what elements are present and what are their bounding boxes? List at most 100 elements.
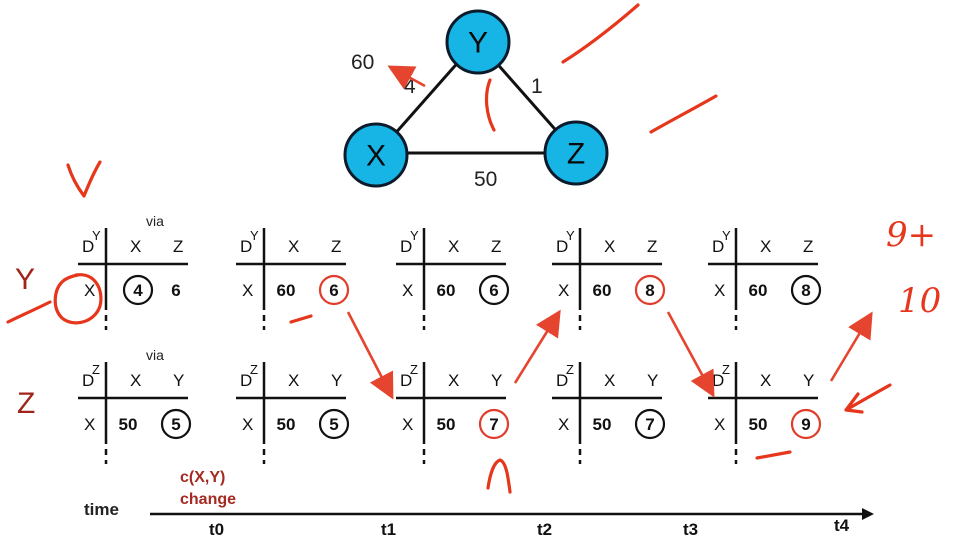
ink-check-top-left [66, 160, 102, 198]
ink-stroke-top-right [561, 3, 640, 64]
arrow-y3-to-z4 [666, 311, 715, 398]
dest-row-label: X [558, 415, 569, 434]
via-col-header-1: X [130, 237, 141, 256]
cost-via-y: 5 [329, 415, 338, 434]
via-col-header-2: Z [173, 237, 183, 256]
dest-row-label: X [714, 281, 725, 300]
via-col-header-1: X [760, 371, 771, 390]
ink-stroke-right [649, 94, 718, 134]
dest-header: D [556, 371, 568, 390]
min-cost-ring [478, 408, 510, 440]
cost-via-z: 6 [329, 281, 338, 300]
via-label: via [146, 213, 164, 229]
node-z-label: Z [567, 138, 585, 171]
cost-via-x: 60 [437, 281, 456, 300]
cost-via-z: 6 [171, 281, 180, 300]
arrow-y1-to-z2 [346, 311, 394, 400]
via-col-header-2: Y [173, 371, 184, 390]
handwritten-annotations: 9+ 10 [6, 3, 941, 494]
via-col-header-2: Y [491, 371, 502, 390]
dest-header: D [712, 237, 724, 256]
ink-dash-y1 [289, 314, 313, 324]
node-superscript: Y [410, 228, 419, 243]
dest-row-label: X [714, 415, 725, 434]
network-graph: 4 1 50 60 Y X Z [343, 9, 609, 191]
dest-header: D [712, 371, 724, 390]
tick-t4: t4 [834, 516, 850, 535]
cost-via-x: 50 [593, 415, 612, 434]
node-x: X [343, 122, 409, 188]
ink-stroke-under-y [484, 78, 496, 132]
node-superscript: Z [410, 362, 418, 377]
cost-via-z: 8 [801, 281, 810, 300]
dest-row-label: X [84, 281, 95, 300]
cost-via-x: 50 [277, 415, 296, 434]
min-cost-ring [634, 274, 666, 306]
tick-t0: t0 [209, 520, 224, 537]
timeline: time c(X,Y) change t0 t1 t2 t3 t4 [84, 469, 874, 537]
tick-t1: t1 [381, 520, 396, 537]
dest-header: D [82, 371, 94, 390]
time-axis-arrowhead [862, 508, 874, 520]
row-letter-z: Z [17, 387, 35, 420]
via-col-header-2: Z [491, 237, 501, 256]
change-label-line1: c(X,Y) [180, 469, 225, 486]
min-cost-ring [318, 274, 350, 306]
cost-via-x: 50 [437, 415, 456, 434]
min-cost-ring [478, 274, 510, 306]
ink-mark-y-left [6, 300, 52, 324]
cost-via-x: 4 [133, 281, 143, 300]
node-superscript: Z [566, 362, 574, 377]
cost-via-x: 60 [593, 281, 612, 300]
cost-change-arrow [387, 65, 426, 90]
via-col-header-2: Y [803, 371, 814, 390]
min-cost-ring [634, 408, 666, 440]
node-x-label: X [366, 140, 386, 173]
dest-header: D [240, 237, 252, 256]
node-y-label: Y [468, 27, 488, 60]
cost-via-x: 60 [277, 281, 296, 300]
dest-header: D [556, 237, 568, 256]
node-superscript: Y [92, 228, 101, 243]
node-superscript: Y [250, 228, 259, 243]
new-cost-label: 60 [351, 51, 374, 74]
node-y: Y [445, 9, 511, 75]
dest-header: D [82, 237, 94, 256]
cost-via-y: 5 [171, 415, 180, 434]
node-superscript: Y [566, 228, 575, 243]
arrow-z2-to-y3 [513, 309, 561, 384]
dest-header: D [240, 371, 252, 390]
via-col-header-2: Z [647, 237, 657, 256]
min-cost-ring [318, 408, 350, 440]
cost-via-y: 9 [801, 415, 810, 434]
transition-arrows [346, 309, 873, 400]
handwritten-note-line2: 10 [898, 281, 941, 321]
cost-via-z: 8 [645, 281, 654, 300]
via-col-header-1: X [448, 371, 459, 390]
node-superscript: Z [92, 362, 100, 377]
dest-row-label: X [242, 281, 253, 300]
change-label-line2: change [180, 491, 236, 508]
min-cost-ring [790, 408, 822, 440]
via-col-header-1: X [604, 371, 615, 390]
min-cost-ring [122, 274, 154, 306]
via-col-header-2: Z [803, 237, 813, 256]
row-letter-y: Y [15, 263, 35, 296]
edge-cost-x-z: 50 [474, 168, 497, 191]
via-col-header-1: X [288, 237, 299, 256]
via-col-header-1: X [130, 371, 141, 390]
via-col-header-2: Y [647, 371, 658, 390]
cost-via-x: 60 [749, 281, 768, 300]
via-col-header-2: Y [331, 371, 342, 390]
dest-row-label: X [558, 281, 569, 300]
ink-arrow-z4 [844, 383, 892, 414]
